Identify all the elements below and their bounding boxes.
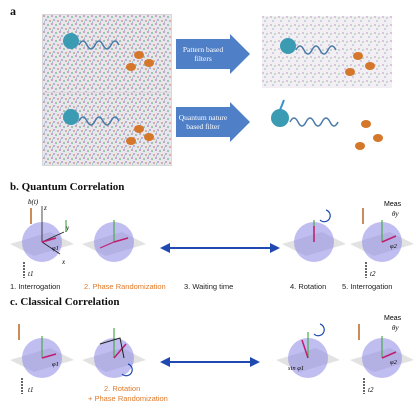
meas-label: Meas xyxy=(384,201,402,208)
c-phi1-label: φ1 xyxy=(52,361,59,368)
rotation-arrow-icon xyxy=(319,209,331,223)
step-4-label: 4. Rotation xyxy=(290,282,327,291)
y-axis-label: y xyxy=(65,224,70,232)
c-rotation-arrow-icon-2 xyxy=(313,323,325,337)
particle-icon xyxy=(63,33,79,49)
wave-icon xyxy=(78,40,120,50)
step-1-label: 1. Interrogation xyxy=(10,282,61,291)
c-meas-label: Meas xyxy=(384,315,402,322)
noisy-image-top xyxy=(42,14,172,94)
panel-c-heading: Classical Correlation xyxy=(20,296,120,308)
pattern-filter-arrow: Pattern based filters xyxy=(176,34,250,74)
field-label: b(t) xyxy=(28,198,39,206)
sphere-2 xyxy=(82,220,146,262)
clean-image-bottom xyxy=(262,96,392,166)
phi2-label: φ2 xyxy=(390,243,398,250)
quantum-filter-label: Quantum nature based filter xyxy=(176,107,230,137)
c-sphere-5 xyxy=(350,324,414,394)
pattern-filter-label: Pattern based filters xyxy=(176,39,230,69)
clean-particles xyxy=(271,99,383,150)
c-rotation-arrow-icon xyxy=(121,363,133,377)
classical-correlation-diagram: φ1 t1 sin φ1 Meas θy φ2 t2 xyxy=(10,315,414,394)
c-phi2-label: φ2 xyxy=(390,359,398,366)
filtered-pattern xyxy=(262,16,392,88)
c-step-2b-label: + Phase Randomization xyxy=(88,394,168,403)
panel-c-letter: c. xyxy=(10,296,18,308)
quantum-filter-arrow: Quantum nature based filter xyxy=(176,102,250,142)
step-3-label: 3. Waiting time xyxy=(184,282,234,291)
panel-b-letter: b. xyxy=(10,181,19,193)
c-t1-label: t1 xyxy=(28,386,33,394)
sphere-5 xyxy=(350,208,414,278)
c-sphere-4 xyxy=(276,323,340,378)
phi1-label: φ1 xyxy=(52,245,59,252)
particle-icon-2 xyxy=(134,51,144,59)
step-2-label: 2. Phase Randomization xyxy=(84,282,166,291)
noisy-image-bottom xyxy=(42,92,172,166)
c-sphere-2 xyxy=(82,328,146,378)
panel-c-title: c. Classical Correlation xyxy=(10,296,119,308)
t2-label: t2 xyxy=(370,270,376,278)
panel-a-letter: a xyxy=(10,4,16,18)
c-sphere-1 xyxy=(10,324,74,394)
noisy-pattern-2 xyxy=(43,93,171,165)
sphere-4 xyxy=(282,209,346,262)
c-thetay-label: θy xyxy=(392,324,399,332)
noisy-pattern xyxy=(43,15,171,93)
c-step-2a-label: 2. Rotation xyxy=(104,384,141,393)
x-axis-label: x xyxy=(61,258,66,266)
filtered-image-top xyxy=(262,16,392,88)
thetay-label: θy xyxy=(392,210,399,218)
panel-b-heading: Quantum Correlation xyxy=(21,181,125,193)
sphere-1 xyxy=(10,206,74,278)
step-5-label: 5. Interrogation xyxy=(342,282,393,291)
quantum-correlation-diagram: b(t) z y x φ1 t1 Meas θy φ2 t2 xyxy=(10,198,414,278)
sinphi1-label: sin φ1 xyxy=(288,365,304,372)
panel-b-title: b. Quantum Correlation xyxy=(10,181,124,193)
t1-label: t1 xyxy=(28,270,33,278)
z-axis-label: z xyxy=(43,204,47,212)
c-t2-label: t2 xyxy=(368,386,374,394)
